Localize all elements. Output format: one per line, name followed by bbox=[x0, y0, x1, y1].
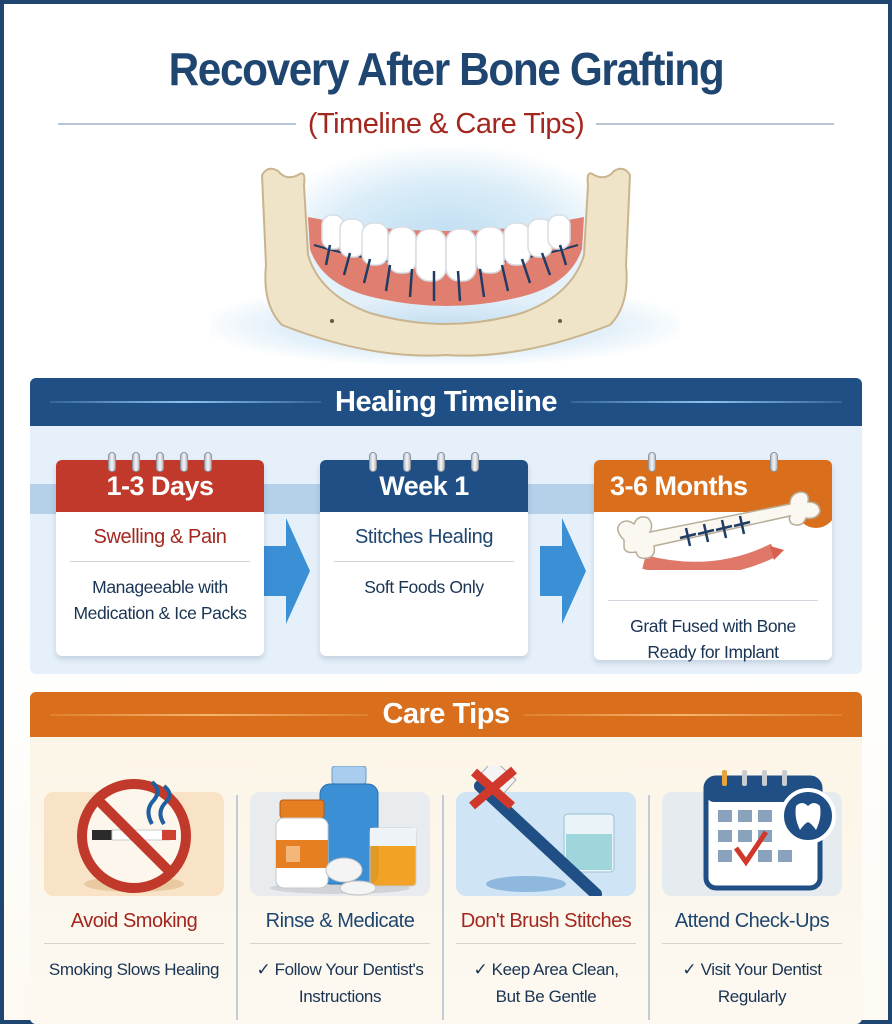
arrow-right-icon bbox=[264, 518, 310, 624]
tip-title: Avoid Smoking bbox=[70, 910, 198, 932]
stage-period: 1-3 Days bbox=[106, 470, 214, 501]
care-tip: Avoid Smoking Smoking Slows Healing bbox=[34, 766, 234, 983]
stage-title: Stitches Healing bbox=[354, 526, 494, 548]
jaw-illustration bbox=[190, 145, 702, 370]
stage-desc-line1: Graft Fused with Bone bbox=[630, 616, 796, 636]
tip-title: Attend Check-Ups bbox=[674, 910, 830, 932]
medication-icon bbox=[270, 766, 417, 896]
divider bbox=[58, 123, 296, 125]
tip-desc-line2: Regularly bbox=[717, 987, 787, 1006]
stage-desc-line2: Ready for Implant bbox=[647, 642, 779, 662]
tip-title: Don't Brush Stitches bbox=[460, 910, 632, 932]
page-subtitle: (Timeline & Care Tips) bbox=[307, 107, 585, 140]
care-tip: Attend Check-Ups ✓ Visit Your Dentist Re… bbox=[652, 766, 852, 1010]
stage-desc-line1: Soft Foods Only bbox=[364, 577, 484, 597]
calendar-rings-icon bbox=[320, 452, 528, 472]
care-tips-header: Care Tips bbox=[30, 692, 862, 737]
divider bbox=[648, 795, 650, 1020]
timeline-stage-card: 3-6 Months Graft Fused with Bone Ready f… bbox=[594, 452, 832, 662]
timeline-stage-card: Week 1 Stitches Healing Soft Foods Only bbox=[320, 452, 528, 656]
tip-desc-line1: ✓ Keep Area Clean, bbox=[473, 960, 619, 979]
calendar-rings-icon bbox=[56, 452, 264, 472]
divider bbox=[50, 401, 322, 403]
stage-period: 3-6 Months bbox=[610, 470, 748, 501]
care-tip: Rinse & Medicate ✓ Follow Your Dentist's… bbox=[240, 766, 440, 1010]
timeline-header: Healing Timeline bbox=[30, 378, 862, 426]
divider bbox=[44, 943, 224, 944]
tip-title: Rinse & Medicate bbox=[265, 910, 415, 932]
calendar-tooth-icon bbox=[703, 770, 836, 891]
no-toothbrush-icon bbox=[469, 766, 615, 896]
stage-period-header: Week 1 bbox=[320, 452, 528, 512]
divider bbox=[50, 713, 369, 716]
tip-desc-line2: But Be Gentle bbox=[495, 987, 597, 1006]
divider bbox=[250, 943, 430, 944]
bone-icon bbox=[617, 488, 832, 570]
divider bbox=[442, 795, 444, 1020]
stage-desc-line2: Medication & Ice Packs bbox=[73, 603, 247, 623]
care-tips-heading: Care Tips bbox=[382, 698, 510, 730]
arrow-right-icon bbox=[540, 518, 586, 624]
stage-title: Swelling & Pain bbox=[93, 526, 227, 548]
care-tip: Don't Brush Stitches ✓ Keep Area Clean, … bbox=[446, 766, 646, 1010]
mandible-icon bbox=[260, 167, 632, 357]
stage-desc-line1: Manageeable with bbox=[92, 577, 228, 597]
tip-desc-line1: Smoking Slows Healing bbox=[48, 960, 220, 979]
stage-period-header: 1-3 Days bbox=[56, 452, 264, 512]
page-title: Recovery After Bone Grafting bbox=[168, 43, 725, 95]
divider bbox=[70, 561, 250, 562]
tip-desc-line1: ✓ Visit Your Dentist bbox=[682, 960, 822, 979]
divider bbox=[662, 943, 842, 944]
divider bbox=[334, 561, 514, 562]
divider bbox=[236, 795, 238, 1020]
no-smoking-icon bbox=[77, 779, 191, 893]
divider bbox=[523, 713, 843, 716]
stage-period: Week 1 bbox=[379, 470, 469, 501]
divider bbox=[608, 600, 818, 601]
divider bbox=[456, 943, 636, 944]
tip-desc-line2: Instructions bbox=[298, 987, 382, 1006]
timeline-stage-card: 1-3 Days Swelling & Pain Manageeable wit… bbox=[56, 452, 264, 656]
divider bbox=[570, 401, 843, 403]
subtitle-row: (Timeline & Care Tips) bbox=[58, 104, 835, 144]
divider bbox=[596, 123, 835, 125]
tip-desc-line1: ✓ Follow Your Dentist's bbox=[256, 960, 424, 979]
timeline-heading: Healing Timeline bbox=[335, 385, 557, 418]
calendar-rings-icon bbox=[594, 452, 832, 472]
